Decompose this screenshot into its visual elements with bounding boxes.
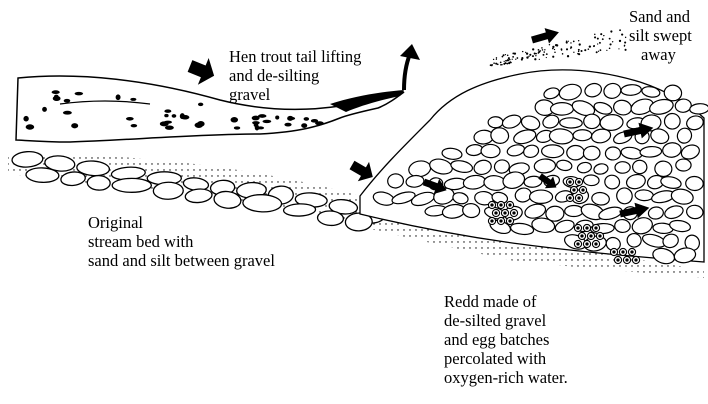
hen-trout-label-line: gravel [229,85,361,104]
sand-silt-label-line: silt swept [629,26,692,45]
original-bed-label-line: Original [88,213,275,232]
hen-trout-label: Hen trout tail lifting and de-silting gr… [229,47,361,104]
hen-trout-label-line: and de-silting [229,66,361,85]
sand-silt-label: Sand and silt swept away [629,7,692,64]
original-bed-label: Original stream bed with sand and silt b… [88,213,275,270]
redd-label: Redd made of de-silted gravel and egg ba… [444,292,568,387]
flow-arrow-icon [185,53,220,89]
swept-silt-particles [490,29,627,66]
sand-silt-label-line: Sand and [629,7,692,26]
hen-trout-label-line: Hen trout tail lifting [229,47,361,66]
redd-label-line: oxygen-rich water. [444,368,568,387]
original-bed-label-line: stream bed with [88,232,275,251]
redd-label-line: Redd made of [444,292,568,311]
original-bed-label-line: sand and silt between gravel [88,251,275,270]
redd-label-line: percolated with [444,349,568,368]
redd-label-line: and egg batches [444,330,568,349]
sand-silt-label-line: away [629,45,692,64]
lift-arrow-icon [400,44,420,90]
redd-label-line: de-silted gravel [444,311,568,330]
